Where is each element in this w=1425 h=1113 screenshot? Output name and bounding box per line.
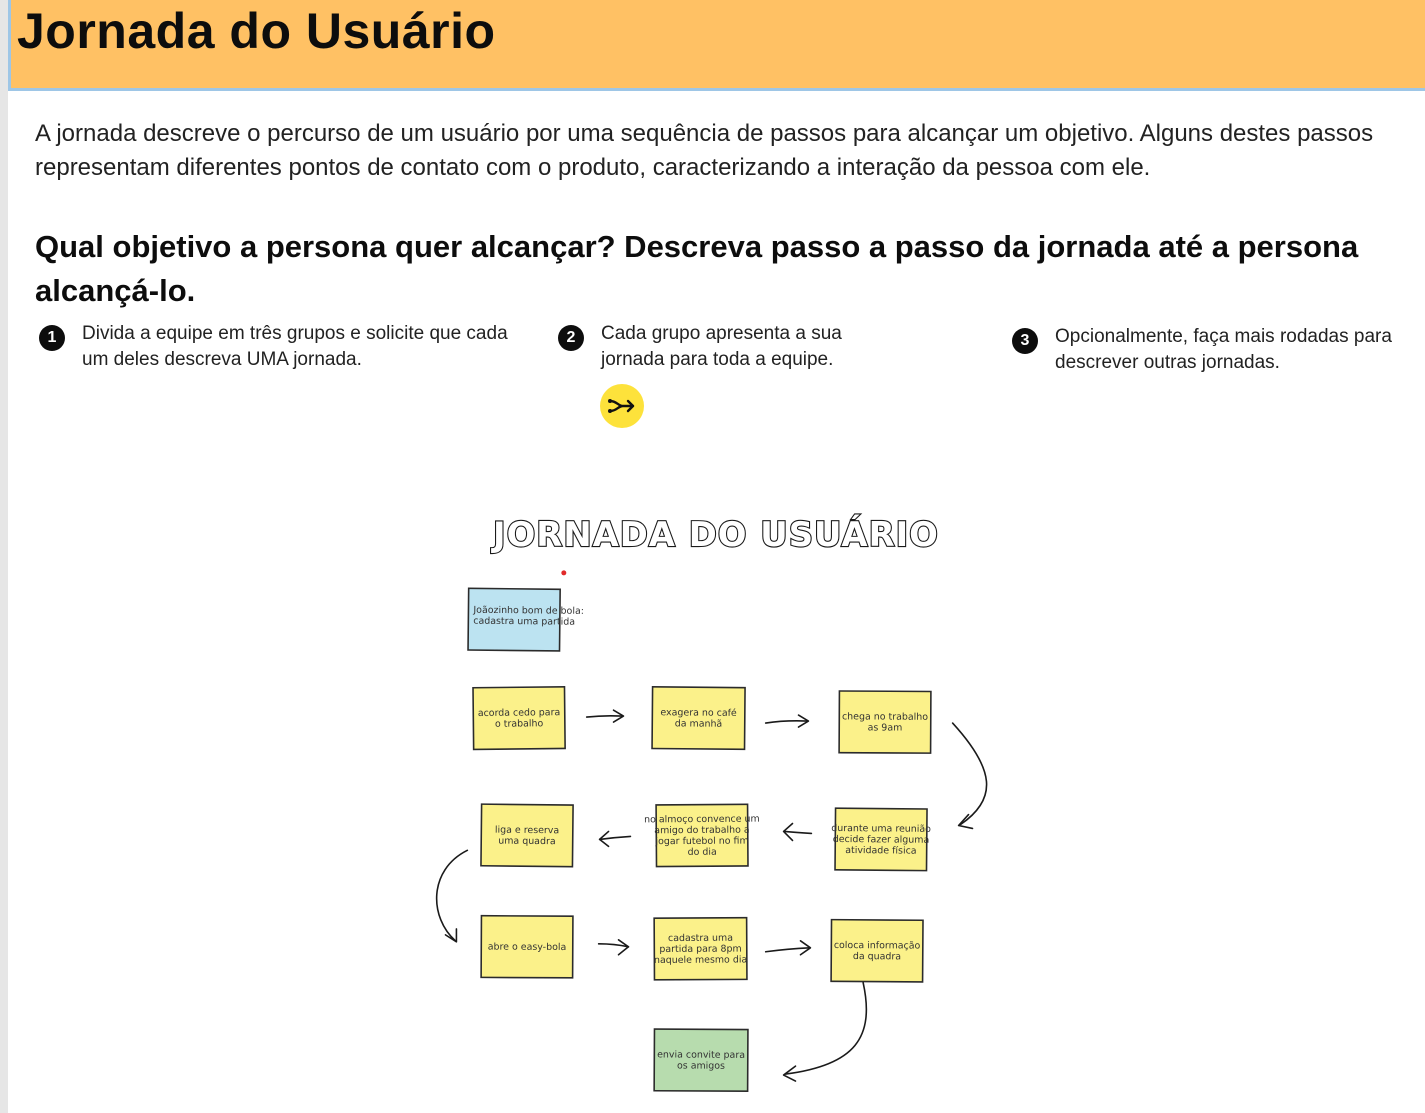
step-number-badge: 2 (558, 325, 584, 351)
sticky-note-text: do dia (688, 847, 717, 858)
sticky-note-text: cadastra uma partida (473, 616, 575, 628)
sticky-note-text: coloca informação (834, 940, 921, 952)
sticky-note-text: abre o easy-bola (488, 942, 567, 953)
step-1: 1 Divida a equipe em três grupos e solic… (39, 321, 509, 373)
question-heading: Qual objetivo a persona quer alcançar? D… (35, 229, 1359, 308)
sticky-note-text: naquele mesmo dia (654, 954, 747, 965)
sticky-note-paper (467, 587, 561, 652)
sticky-note-text: chega no trabalho (842, 711, 928, 722)
step-text: Divida a equipe em três grupos e solicit… (82, 323, 508, 370)
sticky-notes: Joãozinho bom de bola:cadastra uma parti… (467, 587, 932, 1093)
sticky-note-text: amigo do trabalho a (654, 825, 750, 837)
sticky-note-paper (472, 685, 566, 751)
journey-step-note: abre o easy-bola (480, 914, 574, 979)
sticky-note-text: durante uma reunião (831, 823, 931, 835)
sticky-note-paper (655, 803, 749, 868)
sticky-note-text: as 9am (868, 722, 903, 733)
sticky-note-text: da manhã (675, 718, 723, 729)
curved-arrow-icon (435, 849, 469, 943)
step-3: 3 Opcionalmente, faça mais rodadas para … (1012, 324, 1392, 376)
step-number-badge: 3 (1012, 328, 1038, 354)
intro-paragraph: A jornada descreve o percurso de um usuá… (35, 120, 1374, 181)
sticky-note-text: acorda cedo para (478, 707, 561, 719)
sticky-note-text: Joãozinho bom de bola: (472, 605, 584, 617)
arrow-right-icon (585, 709, 625, 723)
sticky-note-text: no almoço convence um (644, 814, 760, 826)
sticky-note-text: atividade física (845, 845, 916, 857)
sticky-note-paper (651, 686, 746, 751)
arrow-left-icon (782, 822, 813, 842)
sticky-note-text: o trabalho (495, 718, 544, 730)
step-2: 2 Cada grupo apresenta a sua jornada par… (558, 321, 888, 373)
sticky-note-text: da quadra (853, 951, 901, 962)
sticky-note-paper (653, 1028, 749, 1093)
page-title: Jornada do Usuário (17, 3, 496, 59)
header-bar: Jornada do Usuário (8, 0, 1425, 91)
sticky-note-text: decide fazer alguma (833, 834, 930, 846)
arrow-left-icon (598, 830, 632, 848)
red-dot (561, 570, 567, 576)
branch-arrow-icon[interactable] (600, 384, 644, 428)
step-text: Cada grupo apresenta a sua jornada para … (601, 323, 842, 370)
curved-arrow-icon (782, 981, 868, 1082)
persona-note: Joãozinho bom de bola:cadastra uma parti… (467, 587, 584, 652)
sticky-note-paper (838, 690, 932, 754)
sticky-note-text: envia convite para (657, 1049, 745, 1060)
sticky-note-text: jogar futebol no fim (654, 836, 748, 848)
arrow-right-icon (764, 940, 812, 956)
sticky-note-paper (480, 803, 574, 868)
sticky-note-paper (830, 918, 924, 983)
sticky-note-text: os amigos (677, 1060, 725, 1071)
step-number-badge: 1 (39, 325, 65, 351)
arrow-right-icon (764, 714, 810, 728)
sticky-note-paper (834, 807, 928, 872)
sticky-note-text: exagera no café (660, 707, 737, 719)
step-text: Opcionalmente, faça mais rodadas para de… (1055, 326, 1392, 373)
figure-title: JORNADA DO USUÁRIO (491, 514, 939, 554)
sticky-note-paper (653, 916, 748, 981)
journey-arrows (435, 709, 988, 1082)
sticky-note-text: uma quadra (498, 836, 555, 848)
curved-arrow-icon (951, 722, 988, 830)
sticky-note-paper (480, 914, 574, 979)
arrow-right-icon (597, 939, 630, 956)
sticky-note-text: cadastra uma (668, 933, 733, 944)
sticky-note-text: partida para 8pm (659, 944, 741, 955)
sticky-note-text: liga e reserva (495, 825, 559, 837)
